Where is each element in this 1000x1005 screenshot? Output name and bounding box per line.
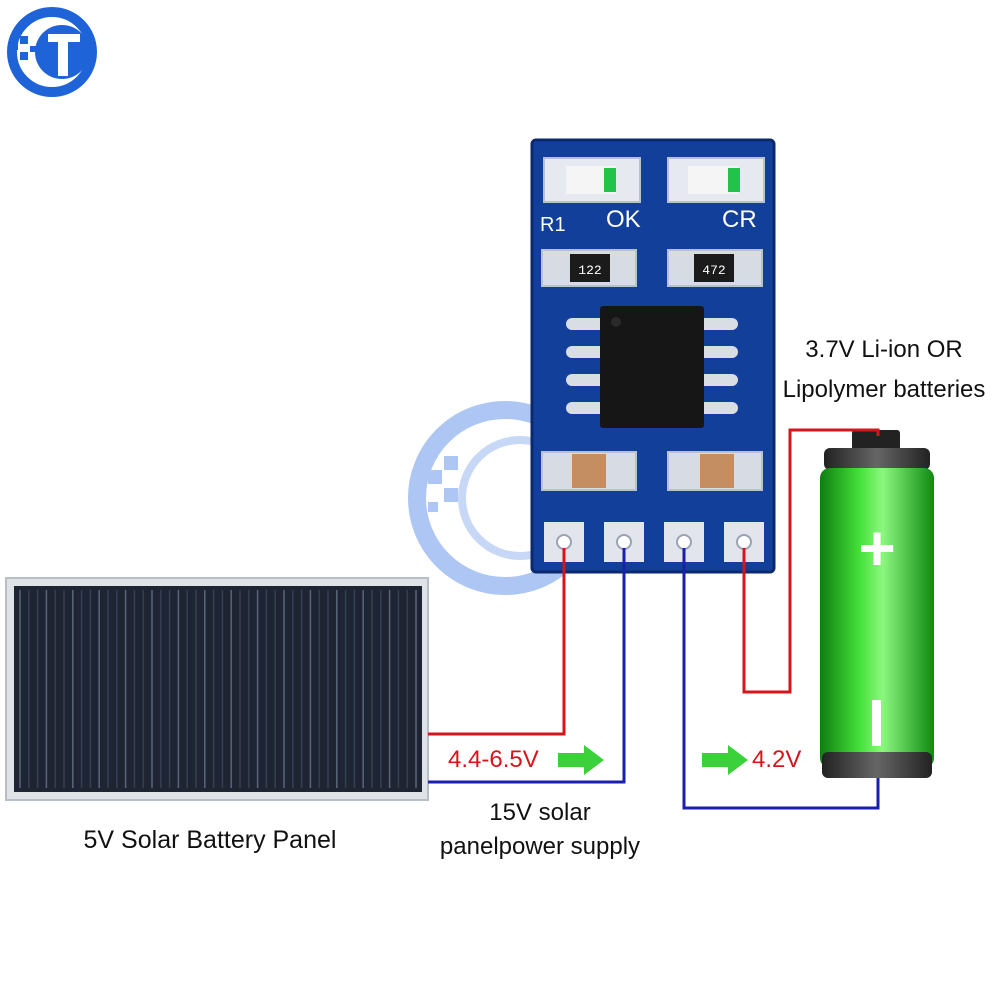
solar-cell-lines <box>19 590 417 788</box>
arrow-right-icon <box>702 745 748 775</box>
led-ok-label: OK <box>606 206 641 233</box>
led-cr-label: CR <box>722 206 757 233</box>
wire-battery-positive <box>742 428 880 694</box>
solar-panel-label: 5V Solar Battery Panel <box>83 826 337 854</box>
resistor-left <box>541 249 637 287</box>
supply-label-line2: panelpower supply <box>439 833 641 860</box>
arrow-right-icon <box>558 745 604 775</box>
resistor-right-code: 472 <box>702 263 725 278</box>
resistor-left-code: 122 <box>578 263 601 278</box>
output-voltage-label: 4.2V <box>752 746 802 773</box>
wire-input-negative <box>428 548 626 784</box>
wire-battery-negative <box>682 548 880 810</box>
charger-module-pcb: 122 472 <box>530 138 776 574</box>
wire-input-positive <box>428 548 566 736</box>
ic-pins <box>566 318 738 414</box>
supply-label: 15V solar panelpower supply <box>410 796 670 864</box>
brand-logo-icon <box>7 7 97 97</box>
capacitor-right <box>667 451 763 491</box>
capacitor-left <box>541 451 637 491</box>
resistor-ref-label: R1 <box>540 214 566 236</box>
led-ok <box>543 157 641 203</box>
supply-label-line1: 15V solar <box>489 799 591 826</box>
resistor-right <box>667 249 763 287</box>
battery <box>820 430 934 778</box>
battery-label-line2: Lipolymer batteries <box>782 376 986 403</box>
led-cr <box>667 157 765 203</box>
wiring <box>428 428 880 810</box>
input-voltage-label: 4.4-6.5V <box>448 746 539 773</box>
battery-minus-sign <box>872 700 881 746</box>
battery-label-line1: 3.7V Li-ion OR <box>805 336 963 363</box>
solar-panel <box>5 577 429 801</box>
charger-ic <box>600 306 704 428</box>
battery-plus-sign: + <box>858 512 895 584</box>
